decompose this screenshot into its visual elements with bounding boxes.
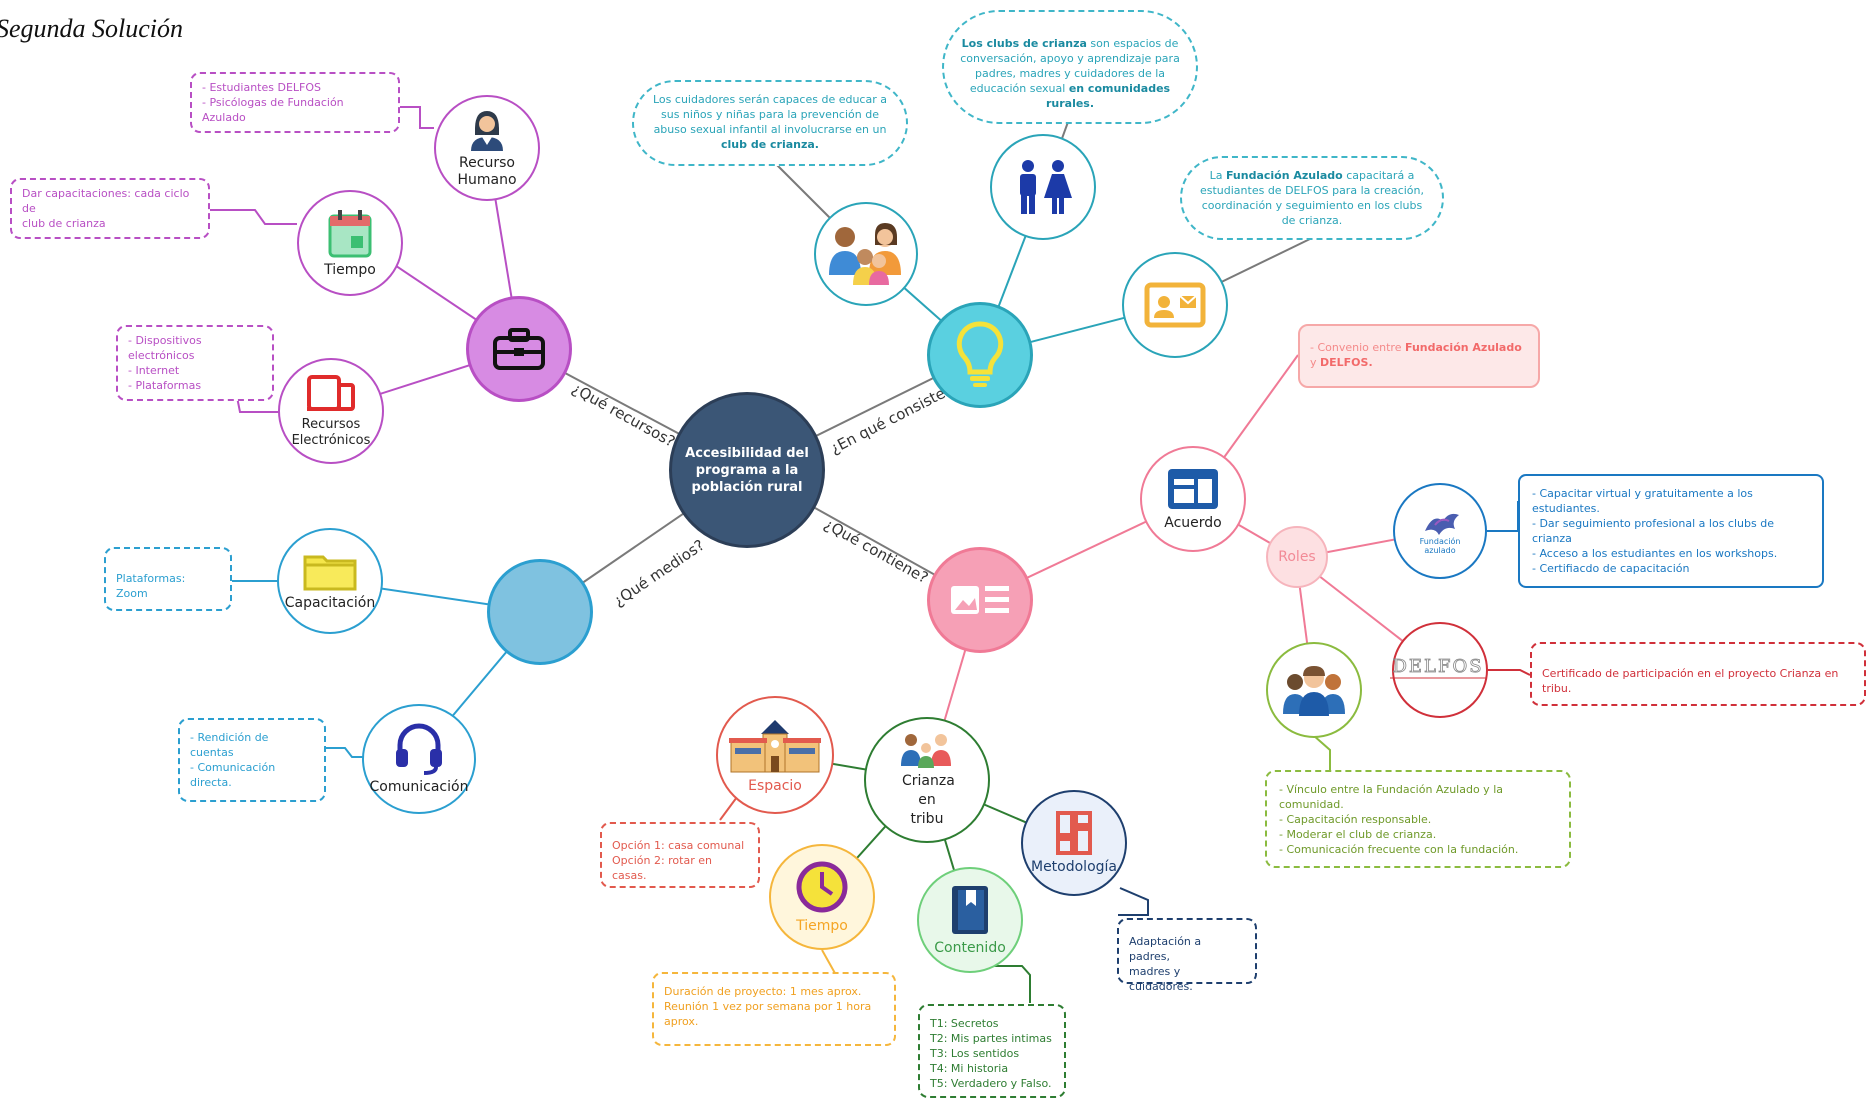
azulado-logo-text: Fundación azulado xyxy=(1419,537,1461,555)
restroom-icon xyxy=(1020,160,1072,214)
espacio-label: Espacio xyxy=(748,777,802,794)
delfos-logo: DELFOS xyxy=(1390,656,1486,679)
delfos-node[interactable]: DELFOS xyxy=(1390,622,1488,718)
roles-label: Roles xyxy=(1278,548,1316,565)
tiempo-crianza-note: Duración de proyecto: 1 mes aprox.Reunió… xyxy=(652,972,896,1046)
roles-node[interactable]: Roles xyxy=(1266,526,1328,588)
briefcase-icon xyxy=(493,328,545,370)
comunicacion-node[interactable]: Comunicación xyxy=(362,704,476,814)
calendar-icon xyxy=(328,209,372,257)
user-woman-icon xyxy=(471,111,503,151)
azulado-roles-note: - Capacitar virtual y gratuitamente a lo… xyxy=(1518,474,1824,588)
capacitacion-label: Capacitación xyxy=(284,594,376,611)
recursos-electronicos-label: Recursos Electrónicos xyxy=(291,417,371,448)
metodologia-label: Metodología xyxy=(1030,858,1117,875)
headset-icon xyxy=(396,723,442,775)
lightbulb-icon xyxy=(956,321,1004,387)
recursos-electronicos-note: - Dispositivos electrónicos- Internet- P… xyxy=(116,325,274,401)
consiste-cloud-2: Los clubs de crianza son espacios de con… xyxy=(942,10,1198,124)
devices-icon xyxy=(307,375,355,411)
convenio-note: - Convenio entre Fundación Azulado y DEL… xyxy=(1298,324,1540,388)
team-icon xyxy=(1283,666,1345,716)
crianza-node[interactable]: Crianza en tribu xyxy=(864,717,990,843)
tiempo-recursos-node[interactable]: Tiempo xyxy=(297,190,403,296)
page-title: Segunda Solución xyxy=(0,14,184,43)
clock-icon xyxy=(796,861,848,912)
delfos-roles-note: Certificado de participación en el proye… xyxy=(1530,642,1866,706)
acuerdo-node[interactable]: Acuerdo xyxy=(1140,446,1246,552)
recursos-electronicos-node[interactable]: Recursos Electrónicos xyxy=(278,358,384,464)
id-card-node[interactable] xyxy=(1122,252,1228,358)
metodologia-node[interactable]: Metodología xyxy=(1021,790,1127,896)
dashboard-icon xyxy=(1056,810,1092,855)
recurso-humano-note: - Estudiantes DELFOS- Psicólogas de Fund… xyxy=(190,72,400,133)
espacio-node[interactable]: Espacio xyxy=(716,696,834,814)
team-roles-note: - Vínculo entre la Fundación Azulado y l… xyxy=(1265,770,1571,868)
id-card-icon xyxy=(1144,282,1206,328)
capacitacion-node[interactable]: Capacitación xyxy=(277,528,383,634)
tiempo-crianza-label: Tiempo xyxy=(796,917,848,934)
acuerdo-label: Acuerdo xyxy=(1164,514,1222,531)
restroom-node[interactable] xyxy=(990,134,1096,240)
consiste-cloud-1: Los cuidadores serán capaces de educar a… xyxy=(632,80,908,166)
crianza-label: Crianza en tribu xyxy=(902,772,955,827)
central-topic[interactable]: Accesibilidad del programa a la població… xyxy=(669,392,825,548)
tiempo-recursos-label: Tiempo xyxy=(324,261,376,278)
recurso-humano-label: Recurso Humano xyxy=(457,155,517,188)
contiene-hub[interactable] xyxy=(927,547,1033,653)
azulado-node[interactable]: Fundación azulado xyxy=(1393,483,1487,579)
contenido-label: Contenido xyxy=(934,939,1006,956)
comunicacion-note: - Rendición de cuentas- Comunicación dir… xyxy=(178,718,326,802)
family-node[interactable] xyxy=(814,202,918,306)
azulado-logo xyxy=(1425,513,1459,535)
news-icon xyxy=(951,586,1009,614)
family-icon xyxy=(829,223,901,285)
family-group-icon xyxy=(901,733,951,768)
consiste-hub[interactable] xyxy=(927,302,1033,408)
school-building-icon xyxy=(729,719,821,772)
team-node[interactable] xyxy=(1266,642,1362,738)
book-icon xyxy=(952,885,988,934)
contenido-node[interactable]: Contenido xyxy=(917,867,1023,973)
tiempo-crianza-node[interactable]: Tiempo xyxy=(769,844,875,950)
medios-hub[interactable] xyxy=(487,559,593,665)
consiste-cloud-3: La Fundación Azulado capacitará a estudi… xyxy=(1180,156,1444,240)
recursos-hub[interactable] xyxy=(466,296,572,402)
comunicacion-label: Comunicación xyxy=(369,778,469,795)
capacitacion-note: Plataformas: Zoom xyxy=(104,547,232,611)
svg-text:DELFOS: DELFOS xyxy=(1392,656,1483,677)
browser-icon xyxy=(1168,468,1218,509)
metodologia-note: Adaptación a padres,madres y cuidadores. xyxy=(1117,918,1257,993)
recurso-humano-node[interactable]: Recurso Humano xyxy=(434,95,540,201)
folder-icon xyxy=(303,555,357,590)
